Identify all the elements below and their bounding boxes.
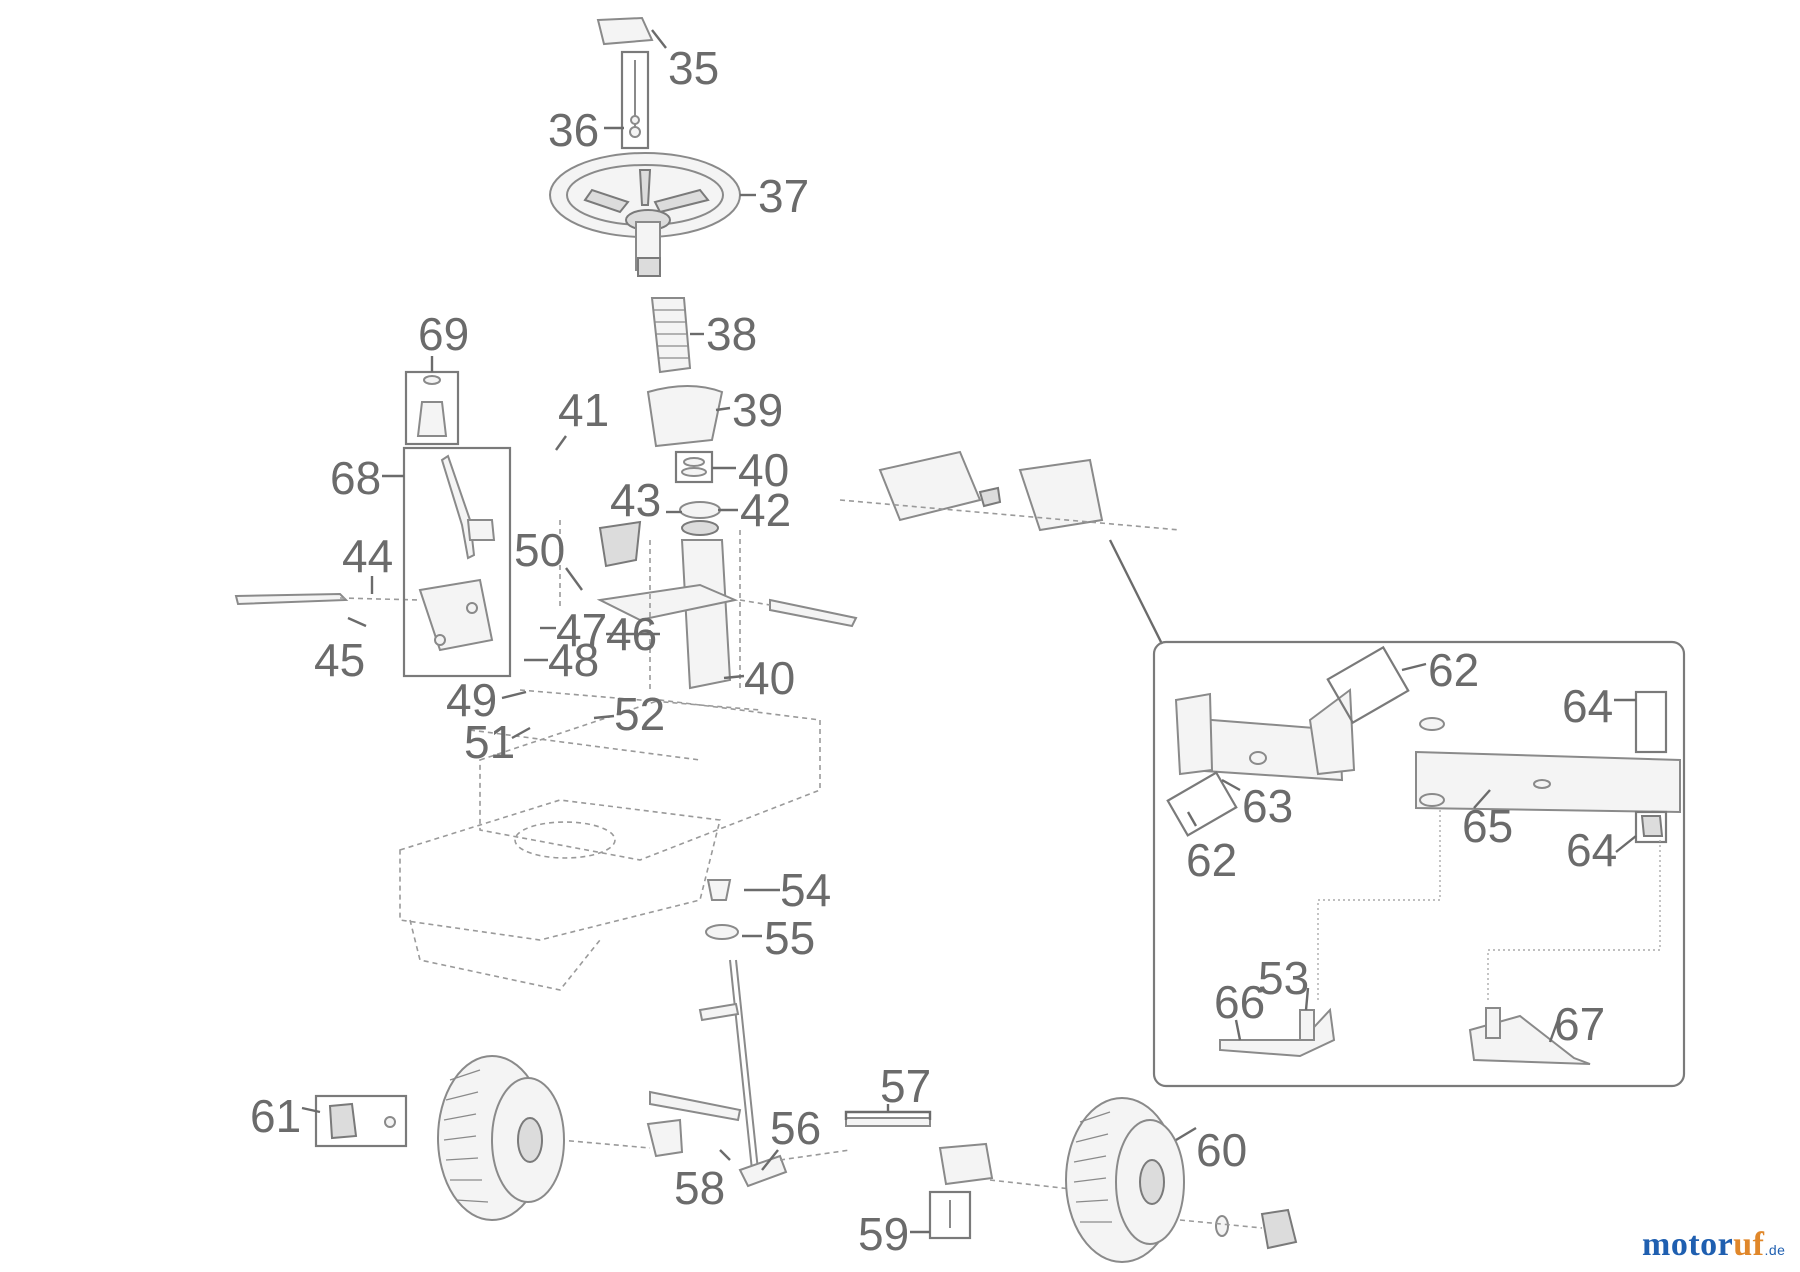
- left-wheel: [437, 1055, 565, 1221]
- svg-text:48: 48: [548, 634, 599, 686]
- small-parts-box-59: [928, 1190, 972, 1240]
- svg-text:61: 61: [250, 1090, 301, 1142]
- front-axle-assembly: [839, 450, 1181, 645]
- column-cover: [646, 385, 724, 448]
- svg-text:46: 46: [606, 608, 657, 660]
- label-49: 49: [446, 674, 527, 726]
- label-57: 57: [844, 1060, 932, 1120]
- brand-watermark: motoruf.de: [1642, 1226, 1786, 1263]
- svg-text:56: 56: [770, 1102, 821, 1154]
- svg-text:59: 59: [858, 1208, 909, 1260]
- svg-text:69: 69: [418, 308, 469, 360]
- column-bellows: [650, 297, 692, 374]
- svg-text:47: 47: [556, 604, 607, 656]
- lever-assembly-box: [402, 446, 512, 678]
- tie-rod: [559, 1090, 1081, 1191]
- svg-text:51: 51: [464, 716, 515, 768]
- svg-text:40: 40: [744, 652, 795, 704]
- label-54: 54: [744, 864, 831, 916]
- svg-text:60: 60: [1196, 1124, 1247, 1176]
- detail-inset: [1152, 640, 1686, 1088]
- label-60: 60: [1175, 1124, 1247, 1176]
- label-45: 45: [314, 616, 367, 686]
- label-47: 47: [540, 604, 607, 656]
- svg-text:49: 49: [446, 674, 497, 726]
- knob-box: [404, 370, 460, 446]
- svg-text:58: 58: [674, 1162, 725, 1214]
- svg-text:67: 67: [1554, 998, 1605, 1050]
- svg-text:43: 43: [610, 474, 661, 526]
- svg-text:64: 64: [1562, 680, 1613, 732]
- label-43: 43: [610, 474, 682, 526]
- label-39: 39: [715, 384, 783, 436]
- svg-text:41: 41: [558, 384, 609, 436]
- svg-text:37: 37: [758, 170, 809, 222]
- svg-text:54: 54: [780, 864, 831, 916]
- column-support: [559, 501, 741, 690]
- label-44: 44: [342, 530, 393, 594]
- label-68: 68: [330, 452, 404, 504]
- svg-text:45: 45: [314, 634, 365, 686]
- steering-wheel: [549, 152, 741, 277]
- steering-cap: [596, 16, 654, 46]
- svg-text:38: 38: [706, 308, 757, 360]
- label-40-top: 40: [712, 444, 789, 496]
- label-51: 51: [464, 716, 531, 768]
- svg-text:66: 66: [1214, 976, 1265, 1028]
- chassis-frame: [399, 689, 821, 991]
- label-46: 46: [606, 608, 660, 660]
- label-41: 41: [555, 384, 609, 451]
- label-55: 55: [742, 912, 815, 964]
- svg-text:62: 62: [1428, 644, 1479, 696]
- label-62-bottom: 62: [1186, 811, 1237, 886]
- svg-text:64: 64: [1566, 824, 1617, 876]
- svg-text:63: 63: [1242, 780, 1293, 832]
- label-58: 58: [674, 1149, 731, 1214]
- label-53: 53: [1258, 952, 1310, 1011]
- svg-text:36: 36: [548, 104, 599, 156]
- label-48: 48: [524, 634, 599, 686]
- label-52: 52: [593, 688, 665, 740]
- bearing-kit-box: [674, 450, 714, 484]
- svg-text:62: 62: [1186, 834, 1237, 886]
- label-35: 35: [651, 29, 719, 94]
- svg-text:42: 42: [740, 484, 791, 536]
- svg-text:55: 55: [764, 912, 815, 964]
- lower-steering-shaft: [698, 879, 788, 1188]
- svg-text:35: 35: [668, 42, 719, 94]
- label-37: 37: [740, 170, 809, 222]
- label-42: 42: [718, 484, 791, 536]
- label-40-lower: 40: [723, 652, 795, 704]
- label-69: 69: [418, 308, 469, 372]
- svg-text:40: 40: [738, 444, 789, 496]
- svg-text:53: 53: [1258, 952, 1309, 1004]
- label-59: 59: [858, 1208, 930, 1260]
- label-62-top: 62: [1401, 644, 1479, 696]
- label-64-bottom: 64: [1566, 824, 1637, 876]
- label-56: 56: [761, 1102, 821, 1171]
- label-36: 36: [548, 104, 624, 156]
- shift-rods: [234, 592, 858, 628]
- label-65: 65: [1462, 789, 1513, 852]
- label-67: 67: [1548, 998, 1605, 1050]
- label-64-top: 64: [1562, 680, 1636, 732]
- left-hub-box: [314, 1094, 408, 1148]
- svg-text:68: 68: [330, 452, 381, 504]
- svg-text:44: 44: [342, 530, 393, 582]
- label-66: 66: [1214, 976, 1265, 1041]
- label-63: 63: [1221, 778, 1293, 832]
- label-61: 61: [250, 1090, 321, 1142]
- right-hub: [1179, 1208, 1298, 1250]
- svg-text:50: 50: [514, 524, 565, 576]
- svg-text:39: 39: [732, 384, 783, 436]
- svg-text:57: 57: [880, 1060, 931, 1112]
- svg-text:65: 65: [1462, 800, 1513, 852]
- label-38: 38: [690, 308, 757, 360]
- svg-text:52: 52: [614, 688, 665, 740]
- label-50: 50: [514, 524, 583, 591]
- steering-shaft-kit-box: [620, 50, 650, 150]
- right-wheel: [1065, 1097, 1185, 1263]
